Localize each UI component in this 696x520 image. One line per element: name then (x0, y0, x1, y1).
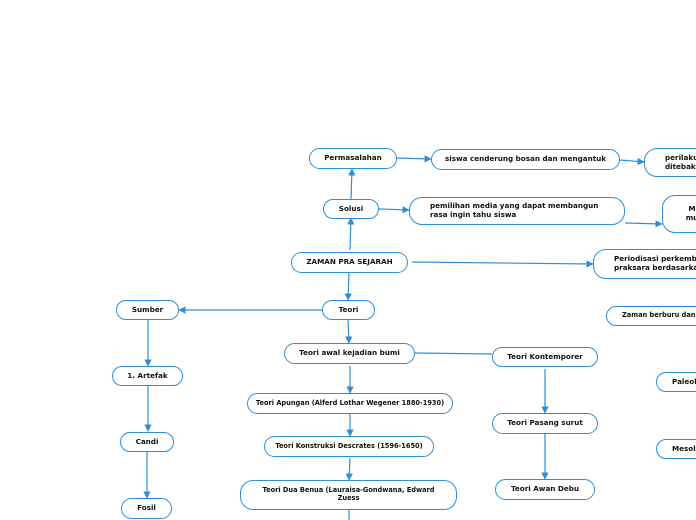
node-teori-awal-kejadian-bumi[interactable]: Teori awal kejadian bumi (284, 343, 415, 364)
node-pemilihan-media[interactable]: pemilihan media yang dapat membangun ras… (409, 197, 625, 225)
edge-pemilihan-m (624, 220, 663, 228)
node-paleolitikum[interactable]: Paleol (656, 372, 696, 392)
node-solusi[interactable]: Solusi (323, 199, 379, 219)
node-permasalahan[interactable]: Permasalahan (309, 148, 397, 169)
edge-solusi-pemilihan (378, 206, 410, 214)
edge-solusi-permasalahan (348, 168, 356, 200)
node-sumber[interactable]: Sumber (116, 300, 179, 320)
node-teori-dua-benua[interactable]: Teori Dua Benua (Lauraisa-Gondwana, Edwa… (240, 480, 457, 510)
edge-zaman-solusi (347, 217, 355, 251)
node-candi[interactable]: Candi (120, 432, 174, 452)
node-teori-kontemporer[interactable]: Teori Kontemporer (492, 347, 598, 367)
node-perilaku[interactable]: perilaku ditebak, (644, 148, 696, 177)
node-siswa-cenderung-bosan[interactable]: siswa cenderung bosan dan mengantuk (431, 149, 620, 170)
node-m-right[interactable]: M mu (662, 195, 696, 233)
edge-teoriawal-kontemporer (414, 352, 493, 355)
node-fosil[interactable]: Fosil (121, 498, 172, 519)
node-mesolitikum[interactable]: Mesoli (656, 439, 696, 459)
node-teori[interactable]: Teori (322, 300, 375, 320)
edge-teori-teoriawal (345, 319, 353, 344)
edge-siswa-perilaku (619, 157, 645, 166)
node-teori-awan-debu[interactable]: Teori Awan Debu (495, 479, 595, 500)
node-periodisasi[interactable]: Periodisasi perkemba praksara berdasarka… (593, 249, 696, 279)
node-teori-pasang-surut[interactable]: Teori Pasang surut (492, 413, 598, 434)
edge-konstruksi-duabenua (345, 457, 353, 481)
node-teori-konstruksi[interactable]: Teori Konstruksi Descrates (1596-1650) (264, 436, 434, 457)
node-zaman-berburu[interactable]: Zaman berburu dan m (606, 306, 696, 326)
node-zaman-pra-sejarah[interactable]: ZAMAN PRA SEJARAH (291, 252, 408, 273)
edge-permasalahan-siswa (396, 155, 432, 163)
edge-zaman-periodisasi (411, 260, 594, 268)
edge-zaman-teori (344, 271, 352, 301)
node-teori-apungan[interactable]: Teori Apungan (Alferd Lothar Wegener 188… (247, 393, 453, 414)
node-artefak[interactable]: 1. Artefak (112, 366, 183, 386)
